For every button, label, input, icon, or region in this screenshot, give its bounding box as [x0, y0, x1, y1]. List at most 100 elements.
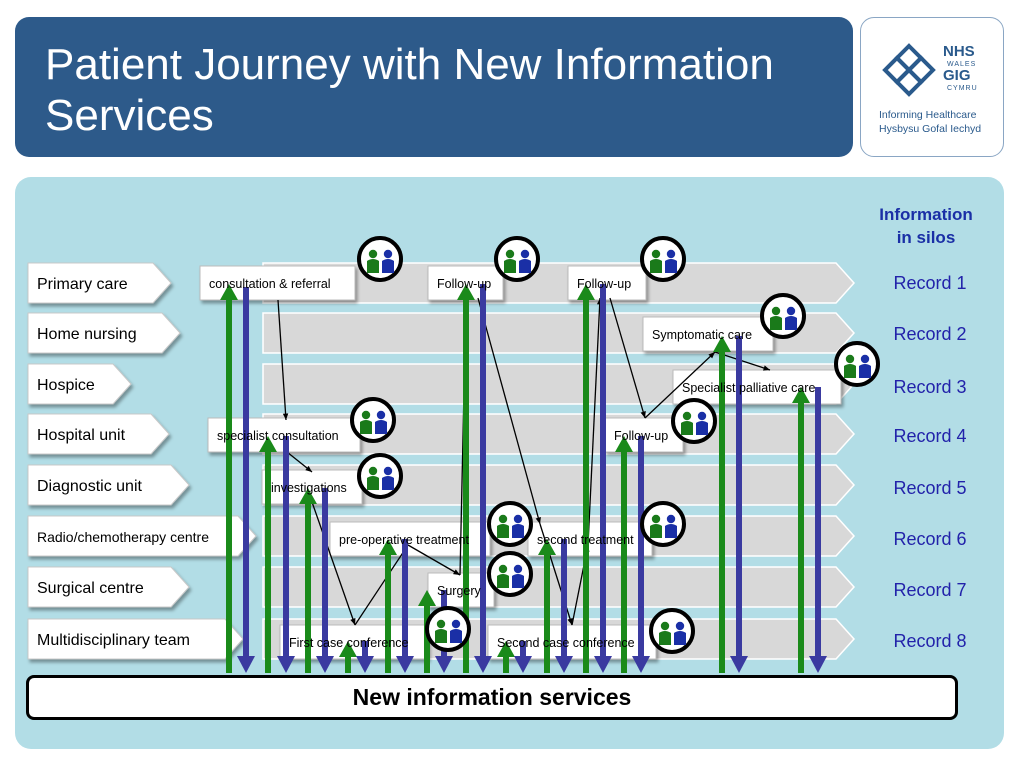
- down-arrow-head: [594, 656, 612, 673]
- flow-arrowhead: [305, 465, 312, 472]
- person-head: [498, 514, 508, 524]
- down-arrow-shaft: [362, 641, 368, 657]
- step-label: pre-operative treatment: [339, 533, 469, 547]
- person-head: [368, 249, 378, 259]
- logo-line-1: Informing Healthcare: [879, 109, 977, 121]
- up-arrow-head: [497, 641, 515, 657]
- person-body: [659, 631, 671, 645]
- service-label-shape: [27, 464, 190, 506]
- flow-arrowhead: [708, 352, 715, 359]
- person-body: [770, 316, 782, 330]
- service-label-shape: [27, 363, 132, 405]
- person-head: [513, 564, 523, 574]
- down-arrow-shaft: [638, 436, 644, 657]
- people-icon: [649, 608, 695, 654]
- step-label: second treatment: [537, 533, 634, 547]
- up-arrow-shaft: [463, 298, 469, 673]
- record-3: Record 3: [893, 377, 967, 397]
- people-icon: [494, 236, 540, 282]
- person-body: [450, 629, 462, 643]
- up-arrow-head: [259, 436, 277, 452]
- person-head: [860, 354, 870, 364]
- record-2: Record 2: [893, 324, 967, 344]
- person-body: [519, 259, 531, 273]
- person-body: [360, 420, 372, 434]
- record-1: Record 1: [893, 273, 967, 293]
- flow-arrowhead: [350, 618, 356, 625]
- person-body: [681, 421, 693, 435]
- person-head: [682, 411, 692, 421]
- up-arrow-head: [299, 488, 317, 504]
- people-icon: [640, 236, 686, 282]
- service-label: Home nursing: [37, 326, 137, 343]
- people-icon: [487, 551, 533, 597]
- person-head: [376, 410, 386, 420]
- service-label: Radio/chemotherapy centre: [37, 529, 209, 545]
- person-head: [697, 411, 707, 421]
- up-arrow-head: [615, 436, 633, 452]
- person-head: [520, 249, 530, 259]
- service-label: Primary care: [37, 276, 128, 293]
- icon-ring: [357, 453, 403, 499]
- person-head: [651, 514, 661, 524]
- icon-ring: [649, 608, 695, 654]
- person-body: [785, 316, 797, 330]
- person-body: [435, 629, 447, 643]
- record-4: Record 4: [893, 426, 967, 446]
- up-arrow-shaft: [424, 604, 430, 673]
- down-arrow-head: [809, 656, 827, 673]
- people-icon: [640, 501, 686, 547]
- up-arrow-head: [379, 539, 397, 555]
- step-label: Surgery: [437, 584, 482, 598]
- icon-ring: [425, 606, 471, 652]
- people-icon: [357, 453, 403, 499]
- person-head: [436, 619, 446, 629]
- person-body: [382, 259, 394, 273]
- up-arrow-head: [713, 336, 731, 352]
- step-label: consultation & referral: [209, 277, 331, 291]
- icon-ring: [640, 501, 686, 547]
- person-body: [665, 259, 677, 273]
- people-icon: [760, 293, 806, 339]
- flow-arrowhead: [453, 569, 460, 575]
- down-arrow-head: [730, 656, 748, 673]
- person-body: [497, 574, 509, 588]
- flow-arrowhead: [763, 365, 770, 371]
- down-arrow-shaft: [815, 387, 821, 657]
- flow-connector: [277, 299, 287, 421]
- people-icon: [357, 236, 403, 282]
- icon-ring: [487, 501, 533, 547]
- up-arrow-shaft: [621, 450, 627, 673]
- person-body: [375, 420, 387, 434]
- up-arrow-shaft: [385, 553, 391, 673]
- people-icon: [487, 501, 533, 547]
- flow-connector: [587, 297, 601, 546]
- person-head: [786, 306, 796, 316]
- down-arrow-shaft: [322, 488, 328, 657]
- person-head: [361, 410, 371, 420]
- people-icon: [425, 606, 471, 652]
- down-arrow-head: [474, 656, 492, 673]
- person-body: [696, 421, 708, 435]
- step-label: First case conference: [289, 636, 409, 650]
- icon-ring: [357, 236, 403, 282]
- step-box: [487, 624, 657, 660]
- flow-arrowhead: [567, 618, 573, 625]
- flow-connector: [354, 544, 409, 626]
- person-head: [675, 621, 685, 631]
- record-5: Record 5: [893, 478, 967, 498]
- person-body: [504, 259, 516, 273]
- up-arrow-head: [418, 590, 436, 606]
- down-arrow-head: [435, 656, 453, 673]
- person-body: [650, 259, 662, 273]
- flow-arrowhead: [282, 413, 289, 420]
- step-label: Follow-up: [577, 277, 631, 291]
- service-label: Multidisciplinary team: [37, 632, 190, 649]
- up-arrow-head: [339, 641, 357, 657]
- person-body: [367, 259, 379, 273]
- person-head: [383, 249, 393, 259]
- up-arrow-head: [220, 284, 238, 300]
- logo-gig: GIG: [943, 67, 971, 84]
- people-icon: [350, 397, 396, 443]
- up-arrow-head: [457, 284, 475, 300]
